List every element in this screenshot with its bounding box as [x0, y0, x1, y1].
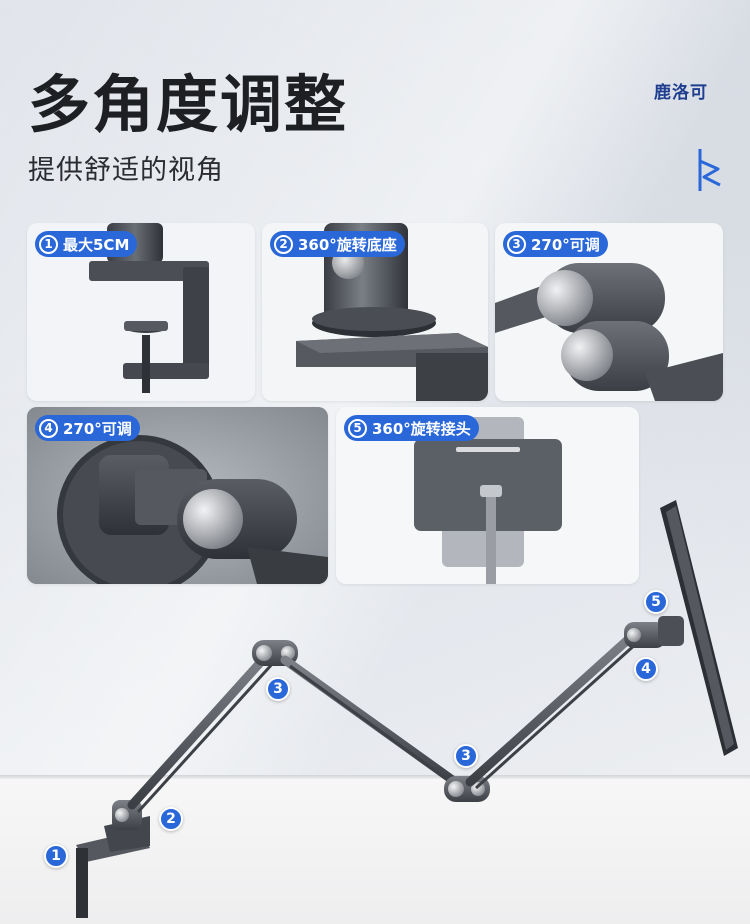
callout-marker-3b: 3	[454, 744, 478, 768]
callout-marker-3: 3	[266, 677, 290, 701]
feature-label: 最大5CM	[63, 235, 130, 254]
feature-card-joint-3: 3 270°可调	[495, 223, 723, 401]
feature-number: 5	[348, 418, 367, 438]
feature-label: 360°旋转底座	[298, 235, 397, 254]
brand-name: 鹿洛可	[654, 83, 708, 103]
feature-number: 3	[507, 234, 526, 254]
feature-label: 270°可调	[63, 419, 132, 438]
feature-tag: 4 270°可调	[35, 415, 140, 441]
feature-number: 2	[274, 234, 293, 254]
page-subtitle: 提供舒适的视角	[28, 155, 224, 186]
feature-label: 270°可调	[531, 235, 600, 254]
feature-card-rotation-head: 5 360°旋转接头	[336, 407, 639, 584]
feature-card-base: 2 360°旋转底座	[262, 223, 488, 401]
feature-number: 4	[39, 418, 58, 438]
desk-edge	[0, 775, 750, 779]
feature-tag: 2 360°旋转底座	[270, 231, 405, 257]
feature-tag: 3 270°可调	[503, 231, 608, 257]
page-title: 多角度调整	[28, 68, 349, 141]
rotation-head-illustration	[414, 417, 562, 584]
feature-card-joint-4: 4 270°可调	[27, 407, 328, 584]
feature-number: 1	[39, 234, 58, 254]
feature-tag: 1 最大5CM	[35, 231, 138, 257]
feature-tag: 5 360°旋转接头	[344, 415, 479, 441]
callout-marker-2: 2	[159, 807, 183, 831]
joint-illustration	[495, 263, 723, 401]
feature-label: 360°旋转接头	[372, 419, 471, 438]
callout-marker-5: 5	[644, 590, 668, 614]
callout-marker-1: 1	[44, 844, 68, 868]
feature-card-clamp: 1 最大5CM	[27, 223, 255, 401]
brand-logo-icon	[698, 149, 721, 191]
callout-marker-4: 4	[634, 657, 658, 681]
